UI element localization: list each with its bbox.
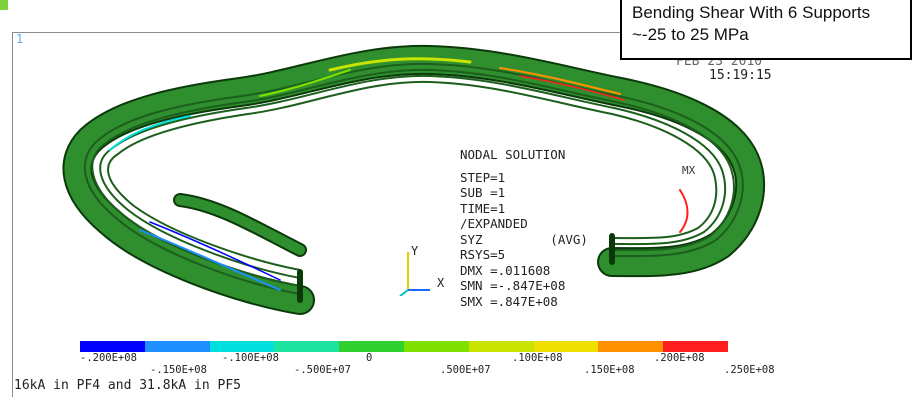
legend-band-1 — [80, 341, 145, 352]
nodal-title: NODAL SOLUTION — [460, 147, 566, 162]
legend-bottom-label: .150E+08 — [584, 364, 635, 376]
toolbar-indicator — [0, 0, 8, 10]
legend-top-label: -.100E+08 — [222, 352, 279, 364]
nodal-line: SUB =1 — [460, 185, 506, 200]
footer-caption: 16kA in PF4 and 31.8kA in PF5 — [14, 378, 241, 393]
legend-bottom-label: -.500E+07 — [294, 364, 351, 376]
legend-band-7 — [468, 341, 534, 352]
nodal-line: SMX =.847E+08 — [460, 293, 558, 309]
legend-band-5 — [339, 341, 404, 352]
legend-band-4 — [274, 341, 340, 352]
nodal-line: SMN =-.847E+08 — [460, 278, 566, 293]
legend-band-2 — [144, 341, 210, 352]
nodal-line: STEP=1 — [460, 169, 506, 185]
callout-line-2: ~-25 to 25 MPa — [632, 25, 749, 44]
legend-band-8 — [533, 341, 599, 352]
legend-top-label: 0 — [366, 352, 373, 364]
legend-bottom-label: .250E+08 — [724, 364, 775, 376]
legend-band-9 — [598, 341, 664, 352]
contour-legend — [80, 341, 728, 352]
nodal-line: TIME=1 — [460, 200, 506, 216]
nodal-line: SYZ (AVG) — [460, 231, 588, 247]
legend-top-label: .200E+08 — [654, 352, 705, 364]
legend-top-label: .100E+08 — [512, 352, 563, 364]
mx-marker: MX — [682, 164, 696, 177]
coordinate-triad-icon — [399, 252, 430, 296]
y-axis-label: Y — [411, 244, 419, 258]
callout-line-1: Bending Shear With 6 Supports — [632, 3, 871, 22]
nodal-solution-info: NODAL SOLUTION STEP=1 SUB =1 TIME=1 /EXP… — [460, 147, 588, 309]
time-label: 15:19:15 — [709, 68, 772, 83]
legend-band-3 — [209, 341, 275, 352]
nodal-line: /EXPANDED — [460, 216, 528, 231]
legend-band-6 — [403, 341, 469, 352]
window-number: 1 — [16, 32, 24, 46]
top-strip — [0, 0, 620, 10]
annotation-callout: Bending Shear With 6 Supports ~-25 to 25… — [620, 0, 912, 60]
legend-band-10 — [663, 341, 728, 352]
legend-bottom-label: -.150E+08 — [150, 364, 207, 376]
graphics-window — [12, 32, 799, 397]
legend-bottom-label: .500E+07 — [440, 364, 491, 376]
nodal-line: DMX =.011608 — [460, 262, 551, 278]
nodal-line: RSYS=5 — [460, 247, 506, 262]
x-axis-label: X — [437, 276, 445, 290]
legend-top-label: -.200E+08 — [80, 352, 137, 364]
